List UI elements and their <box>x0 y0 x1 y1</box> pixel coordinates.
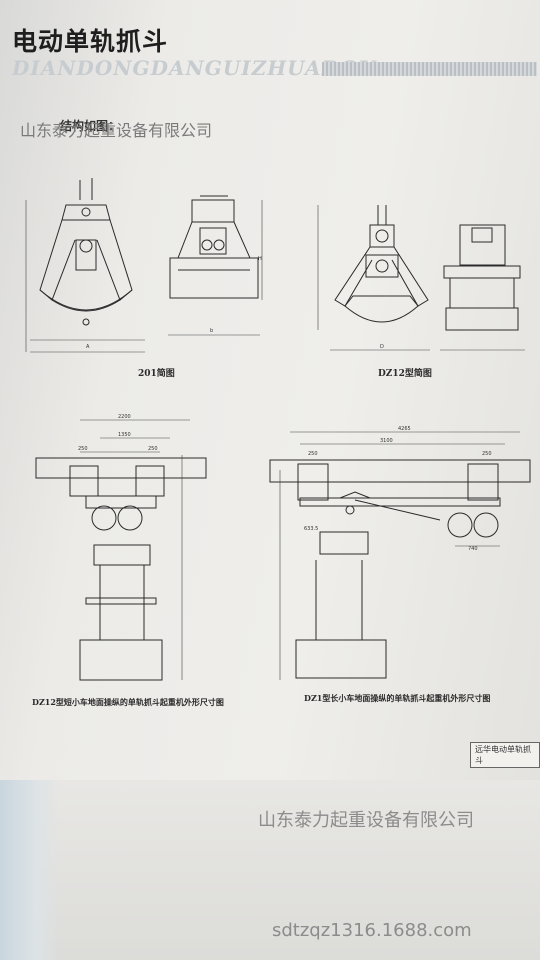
page-title: 电动单轨抓斗 <box>12 27 169 56</box>
footer-tag: 远华电动单轨抓斗 <box>470 742 540 768</box>
dim-short-inner: 1350 <box>118 432 131 438</box>
dim-long-inner: 3100 <box>380 438 393 444</box>
caption-201: 201简图 <box>138 369 175 379</box>
dim-long-a: 250 <box>308 451 318 457</box>
dim-long-total: 4265 <box>398 426 411 432</box>
dim-short-a: 250 <box>78 446 88 452</box>
caption-dz1-long-trolley: DZ1型长小车地面操纵的单轨抓斗起重机外形尺寸图 <box>304 693 491 703</box>
grab-201-side-drawing <box>168 195 263 336</box>
grab-dz12-front-drawing <box>317 205 430 351</box>
dim-label-a: A <box>86 344 90 350</box>
page-corner-shade <box>0 780 60 960</box>
page-subtitle: DIANDONGDANGUIZHUADOU <box>12 56 377 80</box>
grab-201-front-drawing <box>25 178 145 353</box>
catalog-page <box>0 0 540 795</box>
dim-long-d: 633.5 <box>304 526 318 532</box>
section-heading: 结构如图： <box>60 119 121 133</box>
dim-short-b: 250 <box>148 446 158 452</box>
dim-label-h: H <box>258 256 262 262</box>
caption-dz12: DZ12型简图 <box>378 369 432 379</box>
caption-dz12-short-trolley: DZ12型短小车地面操纵的单轨抓斗起重机外形尺寸图 <box>32 697 224 707</box>
watermark-middle: 山东泰力起重设备有限公司 <box>258 810 474 831</box>
short-trolley-drawing <box>35 419 207 681</box>
dim-short-total: 2200 <box>118 414 131 420</box>
watermark-top: 山东泰力起重设备有限公司 <box>20 121 213 140</box>
page-lower-area <box>0 780 540 960</box>
decorative-band <box>322 62 537 76</box>
dim-long-c: 740 <box>468 546 478 552</box>
dim-label-b: b <box>210 328 213 334</box>
dim-long-b: 250 <box>482 451 492 457</box>
dim-label-d: D <box>380 344 384 350</box>
long-trolley-drawing <box>269 431 531 680</box>
technical-drawings: 2200 1350 250 250 4265 3100 250 250 740 … <box>25 178 531 681</box>
watermark-url: sdtzqz1316.1688.com <box>272 920 472 941</box>
grab-dz12-side-drawing <box>440 224 525 351</box>
